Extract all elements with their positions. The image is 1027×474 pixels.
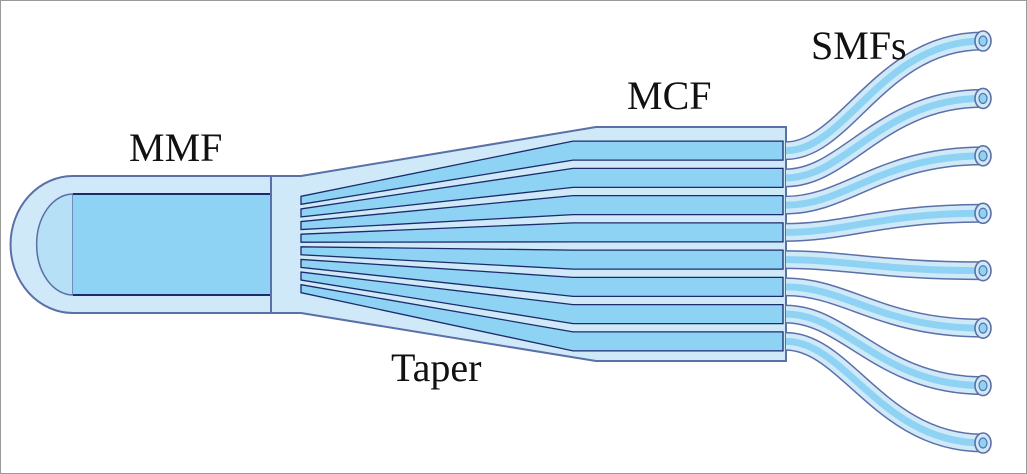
smf-fiber-end-core bbox=[978, 265, 988, 277]
smf-fiber-core bbox=[785, 37, 984, 155]
smf-fiber-end-core bbox=[978, 379, 988, 392]
taper-core-2 bbox=[300, 167, 784, 218]
smf-fiber-end-core bbox=[978, 150, 988, 162]
smf-fiber-1 bbox=[785, 30, 992, 161]
smf-fibers bbox=[785, 30, 992, 454]
taper-core-7 bbox=[300, 271, 784, 325]
smf-fiber-end-core bbox=[978, 92, 988, 105]
taper-core-5 bbox=[300, 246, 784, 270]
mmf-label: MMF bbox=[129, 125, 222, 170]
taper-cores bbox=[300, 140, 784, 352]
smf-fiber-4 bbox=[785, 202, 992, 242]
smf-fiber-2 bbox=[785, 87, 992, 188]
smf-fiber-end-core bbox=[978, 437, 988, 449]
mmf-section bbox=[9, 175, 302, 314]
taper-label: Taper bbox=[391, 345, 481, 390]
taper-core-3 bbox=[300, 194, 784, 231]
taper-core-6 bbox=[300, 258, 784, 298]
taper-core-4 bbox=[300, 222, 784, 243]
smf-fiber-end-core bbox=[978, 322, 988, 334]
smf-fiber-5 bbox=[785, 250, 992, 282]
smf-fiber-core bbox=[785, 94, 984, 182]
smf-fiber-3 bbox=[785, 145, 992, 215]
smf-fiber-core bbox=[785, 310, 984, 390]
smf-fiber-core bbox=[785, 209, 984, 236]
mmf-core bbox=[73, 194, 301, 295]
taper-core-8 bbox=[300, 283, 784, 352]
smf-fiber-end-core bbox=[978, 207, 988, 219]
smfs-label: SMFs bbox=[811, 23, 907, 68]
smf-fiber-core bbox=[785, 256, 984, 275]
smf-fiber-core bbox=[785, 337, 984, 447]
mmf-end-cap bbox=[35, 193, 74, 296]
smf-fiber-core bbox=[785, 283, 984, 332]
smf-fiber-6 bbox=[785, 277, 992, 339]
smf-fiber-8 bbox=[785, 331, 992, 454]
taper-core-1 bbox=[300, 140, 784, 206]
mcf-label: MCF bbox=[627, 73, 712, 118]
smf-fiber-core bbox=[785, 152, 984, 209]
smf-fiber-end-core bbox=[978, 35, 988, 47]
smf-fiber-7 bbox=[785, 304, 992, 397]
